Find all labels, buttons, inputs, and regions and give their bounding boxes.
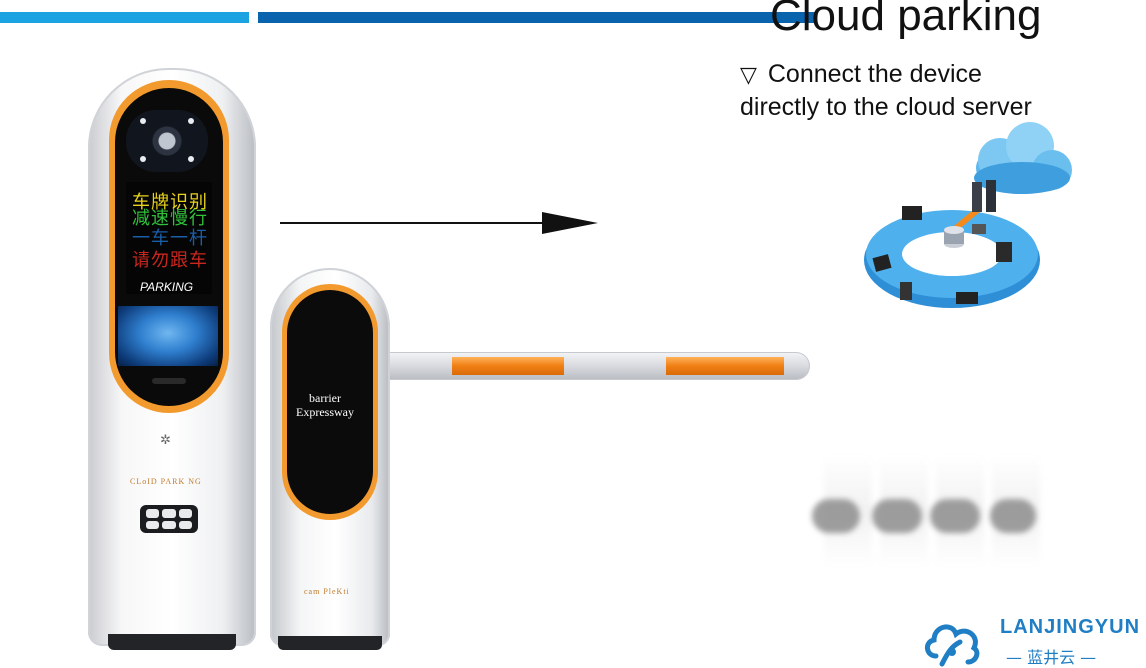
arrow-line: [280, 222, 550, 224]
cloud-icon: [974, 122, 1072, 194]
barrier-window: [287, 290, 373, 514]
header-bar-light: [0, 12, 249, 23]
camera-icon: [126, 110, 208, 172]
barrier-label: barrier Expressway: [284, 391, 366, 419]
blur-chip: [812, 499, 860, 533]
header-bar-dark: [258, 12, 816, 23]
triangle-icon: ▽: [740, 62, 757, 87]
cloud-network-icon: [864, 122, 1072, 308]
logo-subtitle: — 蓝井云 —: [1006, 648, 1097, 667]
blur-chip: [990, 499, 1036, 533]
keypad-key: [146, 520, 160, 529]
keypad: [140, 505, 198, 533]
camera-led-icon: [140, 156, 146, 162]
keypad-key: [178, 520, 192, 529]
led-line-1: 车牌识别: [132, 192, 208, 213]
ticket-slot: [152, 378, 186, 384]
keypad-key: [162, 509, 176, 518]
camera-led-icon: [140, 118, 146, 124]
led-line-3: 一车一杆: [132, 228, 208, 249]
page-title: Cloud parking: [770, 0, 1042, 40]
barrier-label-line-1: barrier: [309, 391, 341, 405]
kiosk-brand-text: CLoID PARK NG: [130, 477, 202, 486]
speaker-icon: ✲: [160, 432, 171, 447]
subtitle-line-2: directly to the cloud server: [740, 93, 1032, 121]
camera-led-icon: [188, 118, 194, 124]
barrier-brand-text: cam PleKti: [304, 587, 350, 596]
camera-led-icon: [188, 156, 194, 162]
keypad-key: [146, 509, 160, 518]
led-display: [126, 182, 212, 294]
arrow-right-icon: [542, 212, 598, 234]
keypad-key: [178, 509, 192, 518]
boom-stripe: [452, 357, 564, 375]
barrier-base: [278, 636, 382, 650]
parking-label: PARKING: [140, 280, 194, 294]
led-line-2: 减速慢行: [132, 208, 208, 229]
lanjingyun-logo-icon: [925, 624, 980, 667]
keypad-key: [162, 520, 176, 529]
barrier-label-line-2: Expressway: [296, 405, 354, 419]
blurred-element: [810, 455, 1040, 570]
logo-name: LANJINGYUN: [1000, 616, 1141, 638]
blur-chip: [930, 499, 980, 533]
subtitle-line-1: Connect the device: [767, 60, 982, 88]
blur-chip: [872, 499, 922, 533]
led-line-4: 请勿跟车: [132, 250, 208, 271]
subtitle: ▽ Connect the device directly to the clo…: [740, 58, 1080, 123]
boom-stripe: [666, 357, 784, 375]
kiosk-base: [108, 634, 236, 650]
video-screen: [118, 306, 218, 366]
